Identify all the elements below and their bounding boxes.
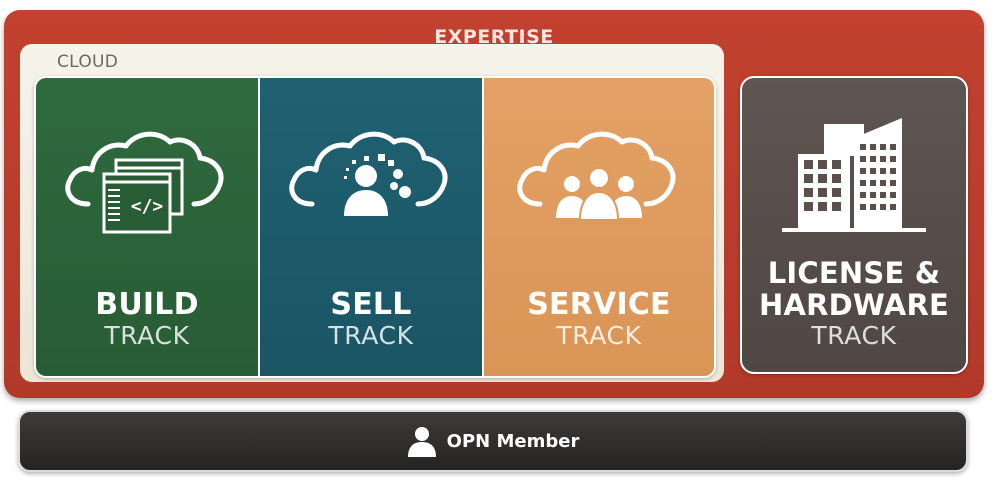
cloud-tracks: </> BUILD TRACK SELL TRACK <box>34 76 716 378</box>
service-track-subtitle: TRACK <box>556 321 642 350</box>
license-hardware-track: LICENSE & HARDWARE TRACK <box>740 76 968 374</box>
license-track-name-line2: HARDWARE <box>759 288 949 322</box>
cloud-code-icon: </> <box>65 131 224 234</box>
build-track-name: BUILD <box>95 287 199 322</box>
license-track-subtitle: TRACK <box>811 321 897 350</box>
cloud-label: CLOUD <box>57 52 119 72</box>
sell-track: SELL TRACK <box>258 78 482 376</box>
sell-track-subtitle: TRACK <box>328 321 414 350</box>
opn-member-label: OPN Member <box>446 430 580 452</box>
service-track-name: SERVICE <box>527 287 671 322</box>
cloud-person-icon <box>289 131 448 216</box>
build-track-subtitle: TRACK <box>104 321 190 350</box>
service-track: SERVICE TRACK <box>482 78 714 376</box>
expertise-title: EXPERTISE <box>434 26 554 48</box>
build-track: </> BUILD TRACK <box>36 78 258 376</box>
license-track-name-line1: LICENSE & <box>767 256 941 290</box>
cloud-team-icon <box>517 131 676 221</box>
svg-text:</>: </> <box>131 196 164 217</box>
sell-track-name: SELL <box>330 287 412 322</box>
opn-member-content: OPN Member <box>20 412 966 470</box>
opn-member-bar: OPN Member <box>18 410 968 472</box>
person-icon <box>407 427 436 457</box>
buildings-icon <box>782 118 926 232</box>
